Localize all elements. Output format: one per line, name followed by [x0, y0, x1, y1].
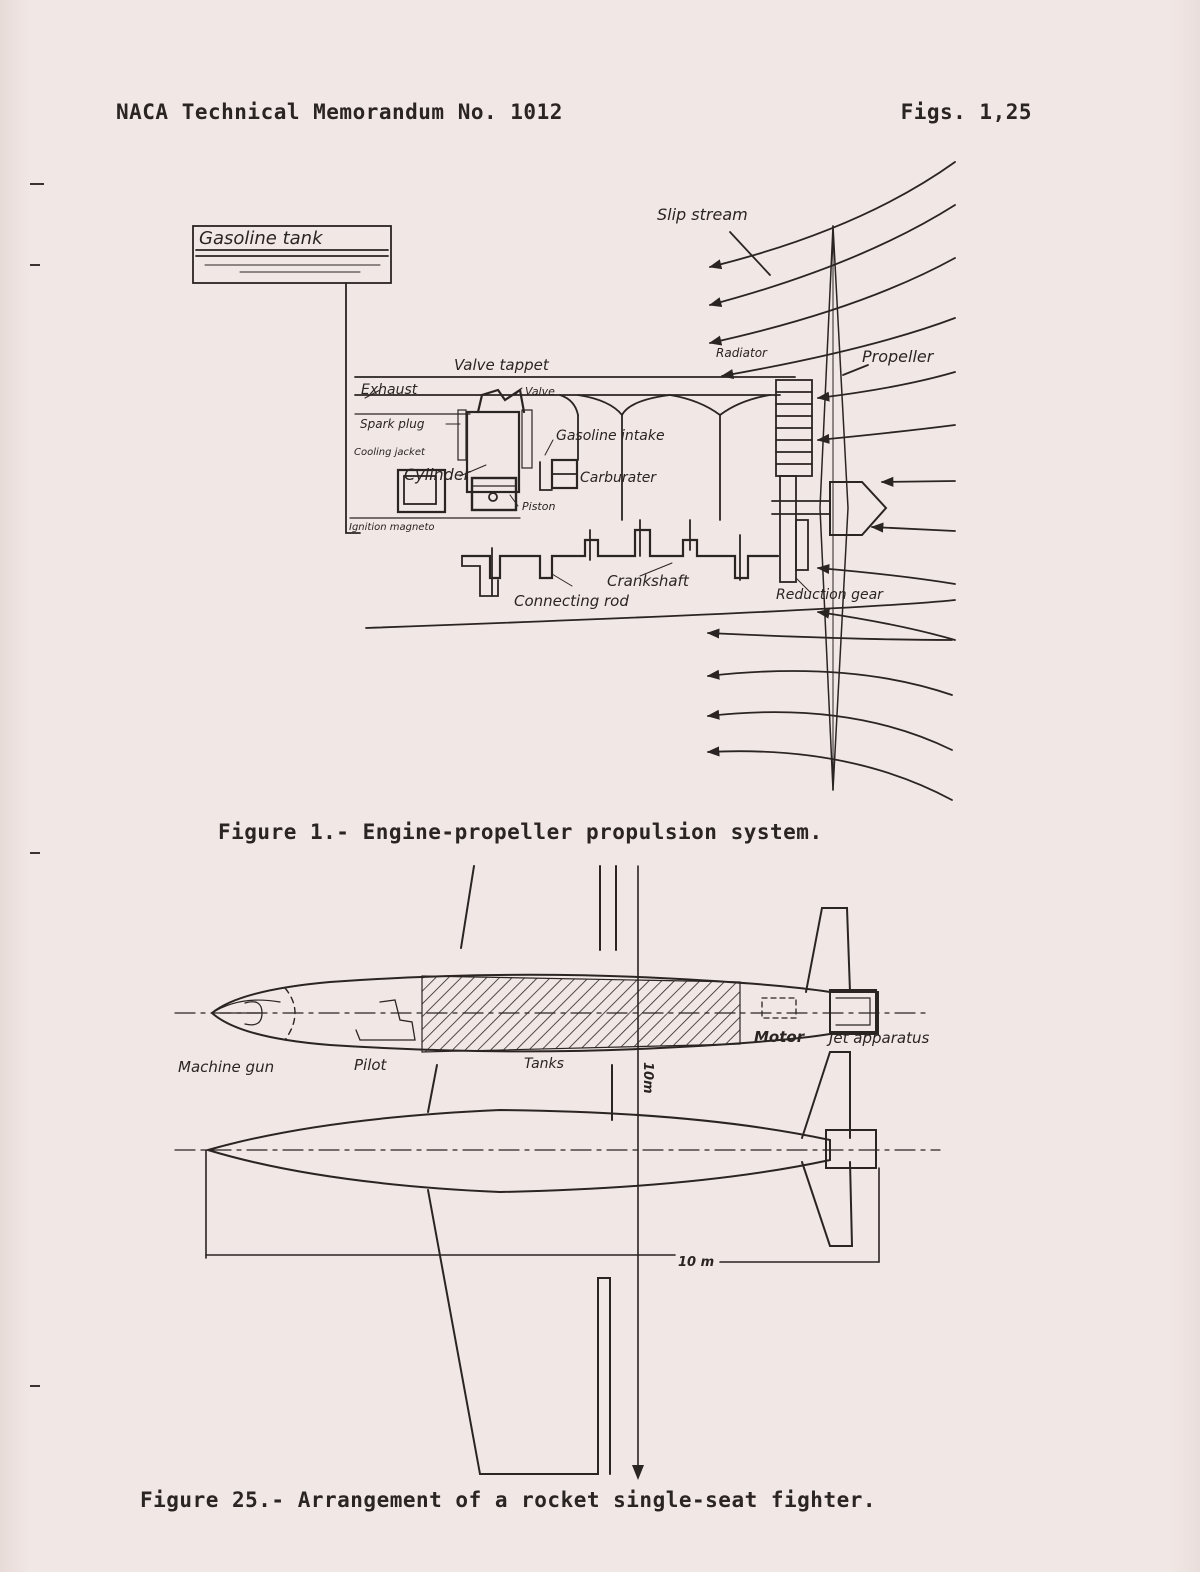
wing-planform	[427, 1189, 611, 1475]
motor-label: Motor	[754, 1028, 806, 1046]
exhaust-label: Exhaust	[361, 382, 418, 398]
cooling-jacket-label: Cooling jacket	[354, 447, 426, 458]
jet-housing-top-view	[825, 1129, 877, 1169]
crankshaft	[460, 528, 780, 580]
gasoline-intake-label: Gasoline intake	[556, 428, 665, 444]
header-figure-numbers: Figs. 1,25	[900, 100, 1032, 124]
pilot-figure	[355, 999, 416, 1041]
tanks-region	[421, 975, 741, 1053]
tail-fin-top-view-upper	[801, 1051, 851, 1139]
valve-tappet-label: Valve tappet	[454, 356, 550, 374]
tanks-label: Tanks	[524, 1056, 564, 1072]
fuel-line	[345, 282, 361, 534]
figure25-labels: Machine gun Pilot Tanks Motor Jet appara…	[178, 1028, 929, 1270]
cylinder-label: Cylinder	[404, 465, 472, 484]
reduction-gear	[771, 475, 831, 583]
figure1-labels: Slip stream Valve tappet Radiator Propel…	[349, 205, 935, 610]
radiator	[775, 379, 813, 477]
cylinder	[465, 410, 521, 494]
pilot-label: Pilot	[354, 1056, 388, 1074]
figure1-diagram: Gasoline tank	[192, 161, 956, 801]
machine-gun-label: Machine gun	[178, 1058, 274, 1076]
spark-plug-label: Spark plug	[360, 417, 425, 431]
wing-leading-edge-root	[427, 1064, 438, 1113]
radiator-label: Radiator	[716, 346, 768, 360]
fuselage-side-view	[174, 907, 926, 1053]
margin-mark	[30, 264, 40, 266]
reduction-gear-label: Reduction gear	[776, 587, 884, 603]
margin-mark	[30, 183, 44, 185]
vertical-dimension-label: 10m	[640, 1062, 655, 1094]
fuselage-top-view	[174, 1051, 941, 1247]
piston	[470, 476, 518, 512]
figure1-caption: Figure 1.- Engine-propeller propulsion s…	[218, 820, 823, 844]
carburater-label: Carburater	[580, 470, 657, 486]
gasoline-tank: Gasoline tank	[192, 225, 392, 284]
figure25-caption: Figure 25.- Arrangement of a rocket sing…	[140, 1488, 877, 1512]
jet-apparatus	[829, 989, 877, 1033]
margin-mark	[30, 1385, 40, 1387]
slip-stream-arrows	[365, 161, 956, 801]
tail-fin-top-view-lower	[801, 1161, 854, 1247]
tail-fin-upper	[805, 907, 851, 993]
rocket-motor	[761, 997, 797, 1019]
ignition-magneto-label: Ignition magneto	[349, 522, 435, 533]
label-leaders	[364, 387, 811, 593]
propeller-label: Propeller	[862, 347, 935, 366]
horizontal-dimension-label: 10 m	[678, 1255, 714, 1270]
figure25-diagram: Machine gun Pilot Tanks Motor Jet appara…	[174, 865, 941, 1480]
horizontal-dimension	[205, 1149, 880, 1263]
gasoline-tank-label: Gasoline tank	[199, 228, 324, 249]
margin-mark	[30, 852, 40, 854]
ignition-magneto	[396, 468, 447, 514]
jet-apparatus-label: Jet apparatus	[826, 1029, 929, 1047]
propeller	[819, 225, 888, 791]
piston-label: Piston	[522, 500, 555, 513]
wing-leading-edge-upper	[460, 865, 475, 949]
valve-tappet	[476, 388, 526, 414]
valve-label: Valve	[525, 385, 555, 398]
crankshaft-label: Crankshaft	[607, 572, 690, 590]
engine-block	[349, 376, 796, 597]
header-memorandum: NACA Technical Memorandum No. 1012	[116, 100, 563, 124]
slip-stream-label: Slip stream	[657, 205, 748, 224]
connecting-rod-label: Connecting rod	[514, 592, 629, 610]
